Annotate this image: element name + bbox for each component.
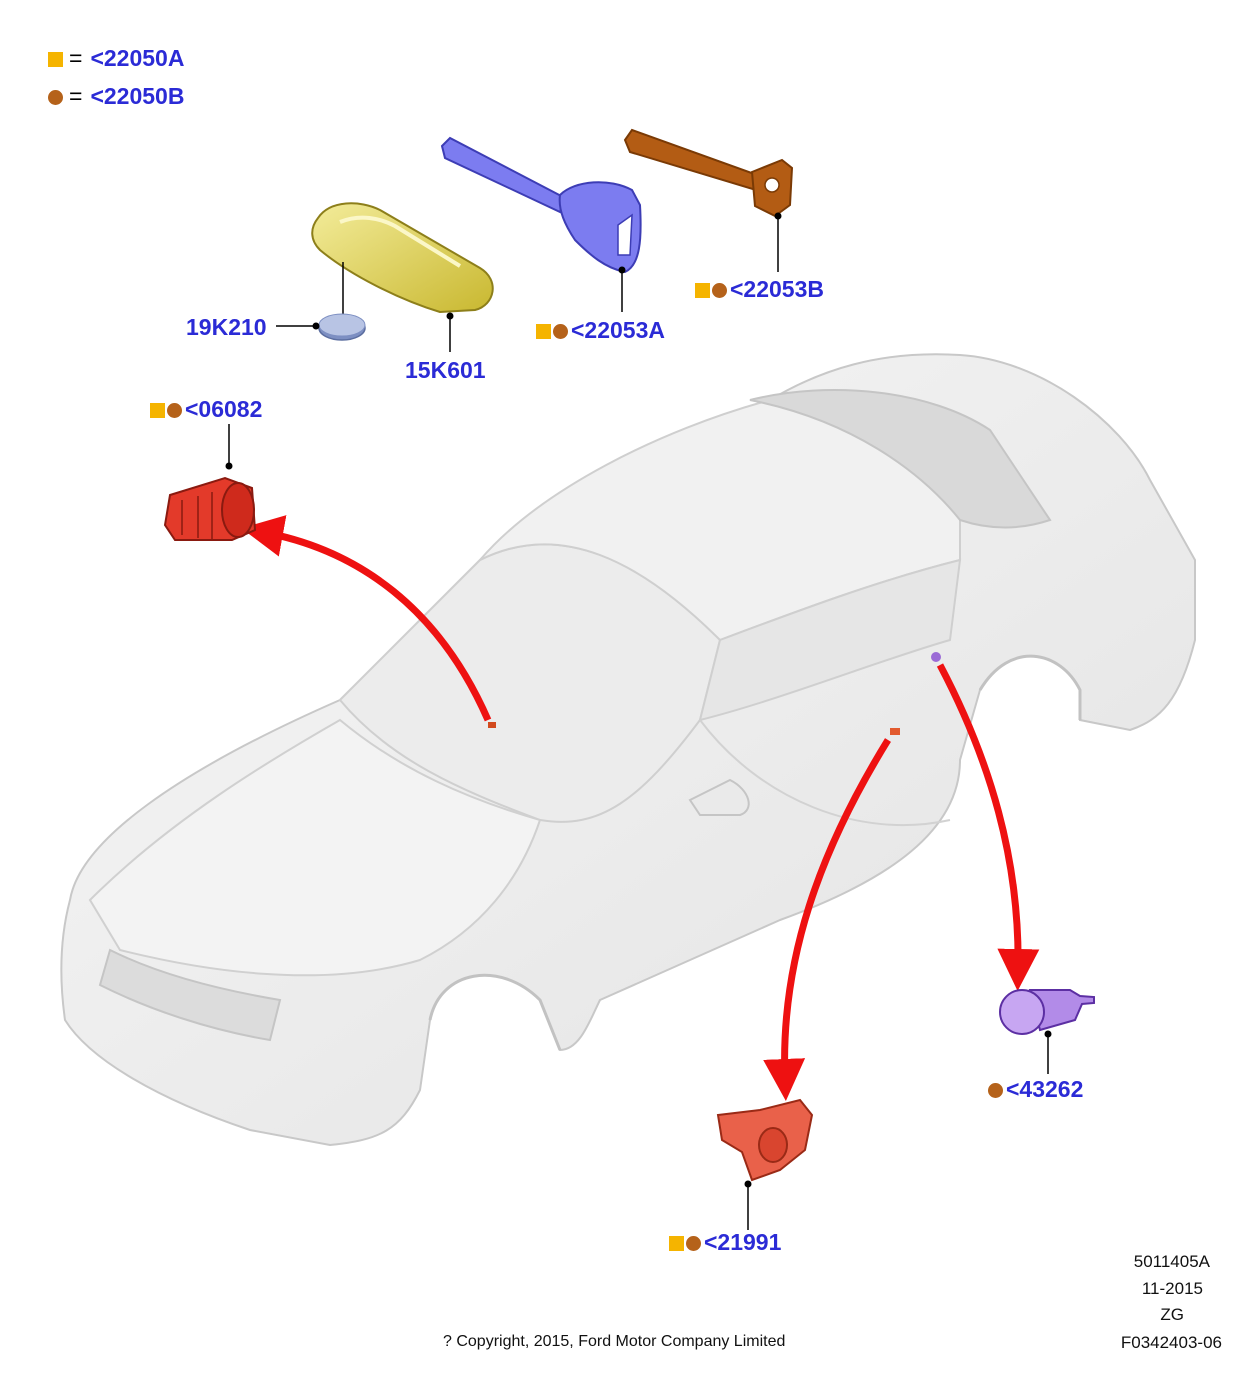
ignition-cylinder-part (163, 476, 257, 541)
circle-marker-icon (686, 1236, 701, 1252)
callout-fuel-door-lock: <43262 (988, 1078, 1083, 1101)
square-marker-icon (150, 403, 165, 419)
callout-door-lock-cylinder: <21991 (669, 1231, 781, 1254)
circle-marker-icon (48, 90, 63, 106)
copyright-notice: ? Copyright, 2015, Ford Motor Company Li… (443, 1333, 786, 1350)
fuel-lock-locator (931, 652, 941, 662)
figure-id: F0342403-06 (1120, 1333, 1222, 1352)
callout-fuel-door-lock-code: <43262 (1006, 1076, 1084, 1102)
location-arrows (241, 515, 1040, 1101)
square-marker-icon (669, 1236, 684, 1252)
key-fob-part (311, 202, 494, 314)
legend-equals: = (69, 83, 83, 109)
coin-battery-part (318, 313, 366, 341)
legend-code: <22050A (90, 45, 185, 71)
circle-marker-icon (712, 283, 727, 299)
callout-ignition-cylinder: <06082 (150, 398, 262, 421)
orange-key-part (623, 128, 794, 218)
drawing-date: 11-2015 (1141, 1279, 1203, 1298)
callout-key-fob: 15K601 (405, 357, 486, 383)
door-lock-cylinder-part (716, 1098, 814, 1182)
drawing-code: ZG (1160, 1305, 1184, 1324)
legend-row-22050b: = <22050B (48, 85, 184, 108)
circle-marker-icon (167, 403, 182, 419)
arrow-ignition (241, 515, 492, 722)
arrow-fuel-lock (936, 663, 1040, 991)
callout-ignition-cylinder-code: <06082 (185, 396, 263, 422)
ignition-locator (488, 722, 496, 728)
legend-code: <22050B (90, 83, 185, 109)
door-lock-locator (890, 728, 900, 735)
callout-key-orange: <22053B (695, 278, 824, 301)
arrow-door-lock (763, 738, 891, 1101)
square-marker-icon (48, 52, 63, 68)
callout-coin-battery: 19K210 (186, 314, 267, 340)
blue-key-part (440, 136, 642, 274)
vehicle-body (60, 353, 1196, 1147)
fuel-door-lock-part (999, 989, 1095, 1035)
callout-key-blue-code: <22053A (571, 317, 665, 343)
square-marker-icon (536, 324, 551, 340)
circle-marker-icon (553, 324, 568, 340)
callout-key-blue: <22053A (536, 319, 665, 342)
legend-row-22050a: = <22050A (48, 47, 184, 70)
drawing-id: 5011405A (1133, 1252, 1210, 1271)
square-marker-icon (695, 283, 710, 299)
callout-key-orange-code: <22053B (730, 276, 824, 302)
legend-equals: = (69, 45, 83, 71)
callout-door-lock-cylinder-code: <21991 (704, 1229, 782, 1255)
circle-marker-icon (988, 1083, 1003, 1099)
